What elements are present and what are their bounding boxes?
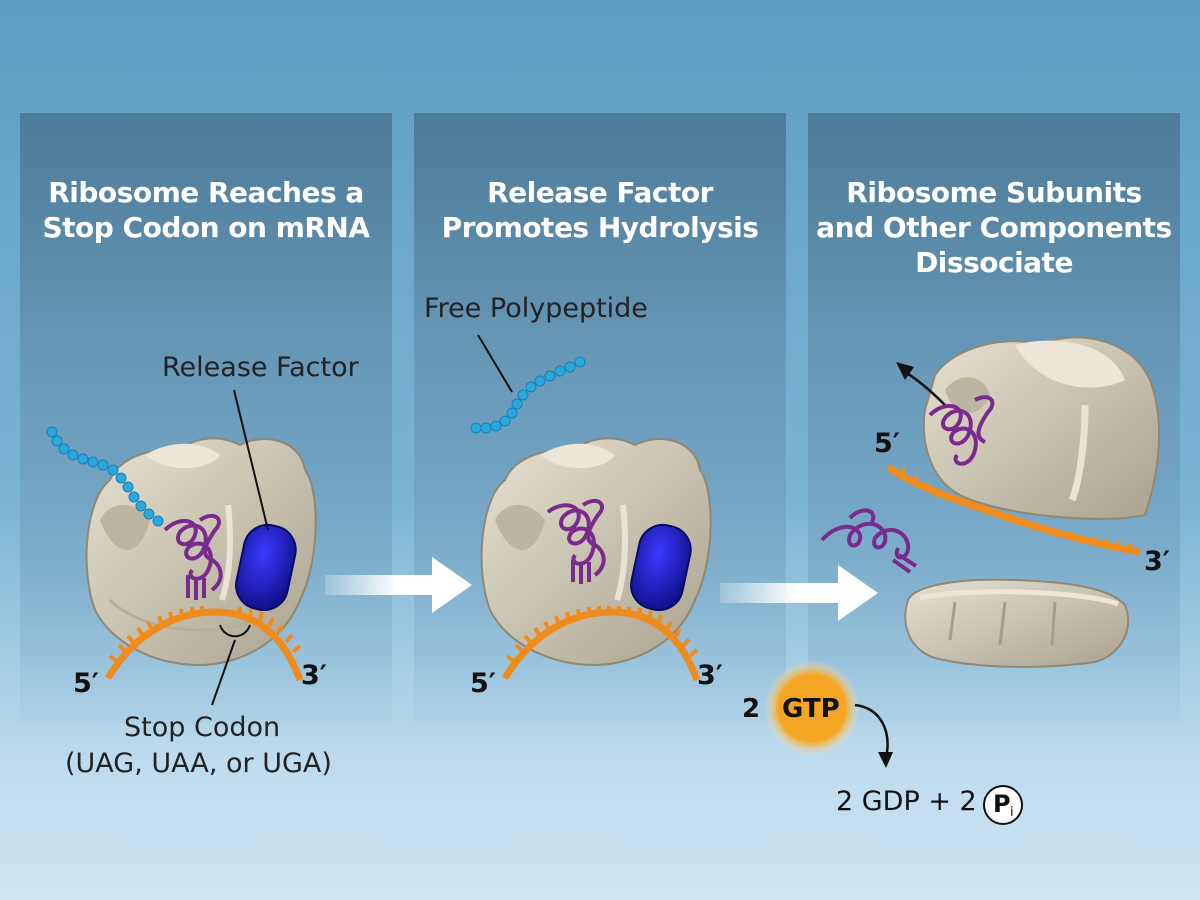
phosphate-subscript: i <box>1010 805 1014 820</box>
panel-3-title-line1: Ribosome Subunits <box>846 176 1142 209</box>
panel-3-five-prime: 5′ <box>874 428 900 459</box>
free-polypeptide-pointer <box>477 334 513 393</box>
stop-codon-list-label: (UAG, UAA, or UGA) <box>65 748 332 779</box>
release-factor-pointer <box>233 389 269 531</box>
trna-1 <box>163 513 223 600</box>
stop-codon-label: Stop Codon <box>124 712 281 743</box>
polypeptide-1 <box>46 426 164 527</box>
trna-3a <box>928 395 995 466</box>
large-subunit <box>922 336 1161 520</box>
release-factor-label: Release Factor <box>162 352 359 383</box>
panel-2-title-line1: Release Factor <box>487 176 713 209</box>
panel-1-title-line1: Ribosome Reaches a <box>48 176 364 209</box>
release-factor-1 <box>235 523 297 612</box>
mrna-1 <box>105 606 304 682</box>
small-subunit <box>904 578 1130 668</box>
panel-1-title-line2: Stop Codon on mRNA <box>42 211 370 244</box>
stop-codon-pointer <box>211 639 236 706</box>
panel-2-five-prime: 5′ <box>470 668 496 699</box>
mrna-3 <box>885 464 1141 556</box>
gtp-burst <box>764 660 860 756</box>
gtp-coefficient: 2 <box>742 694 761 724</box>
trna-2 <box>546 498 606 584</box>
panel-3-title-line2: and Other Components <box>816 211 1172 244</box>
panel-3-three-prime: 3′ <box>1144 546 1170 577</box>
arrow-1-to-2 <box>325 557 472 613</box>
gdp-products-label: 2 GDP + 2 <box>836 786 977 817</box>
release-factor-2 <box>630 523 692 612</box>
free-polypeptide <box>470 356 586 434</box>
free-polypeptide-label: Free Polypeptide <box>424 293 648 324</box>
gtp-to-gdp-arrow <box>854 703 889 759</box>
panel-3-title: Ribosome Subunits and Other Components D… <box>808 175 1180 280</box>
panel-2-title-line2: Promotes Hydrolysis <box>441 211 759 244</box>
trna-3b <box>820 508 918 574</box>
gtp-label: GTP <box>782 694 840 724</box>
gtp-arrowhead <box>878 752 893 768</box>
dissociate-arrowhead <box>896 362 914 380</box>
mrna-2 <box>502 606 701 682</box>
panel-1-three-prime: 3′ <box>301 660 327 691</box>
phosphate-circle: P i <box>983 785 1023 825</box>
panel-2-three-prime: 3′ <box>697 660 723 691</box>
panel-1-five-prime: 5′ <box>73 668 99 699</box>
panel-1-title: Ribosome Reaches a Stop Codon on mRNA <box>20 175 392 245</box>
arrow-2-to-3 <box>720 565 878 621</box>
panel-3-title-line3: Dissociate <box>915 246 1073 279</box>
phosphate-letter: P <box>993 790 1011 818</box>
panel-2-title: Release Factor Promotes Hydrolysis <box>414 175 786 245</box>
